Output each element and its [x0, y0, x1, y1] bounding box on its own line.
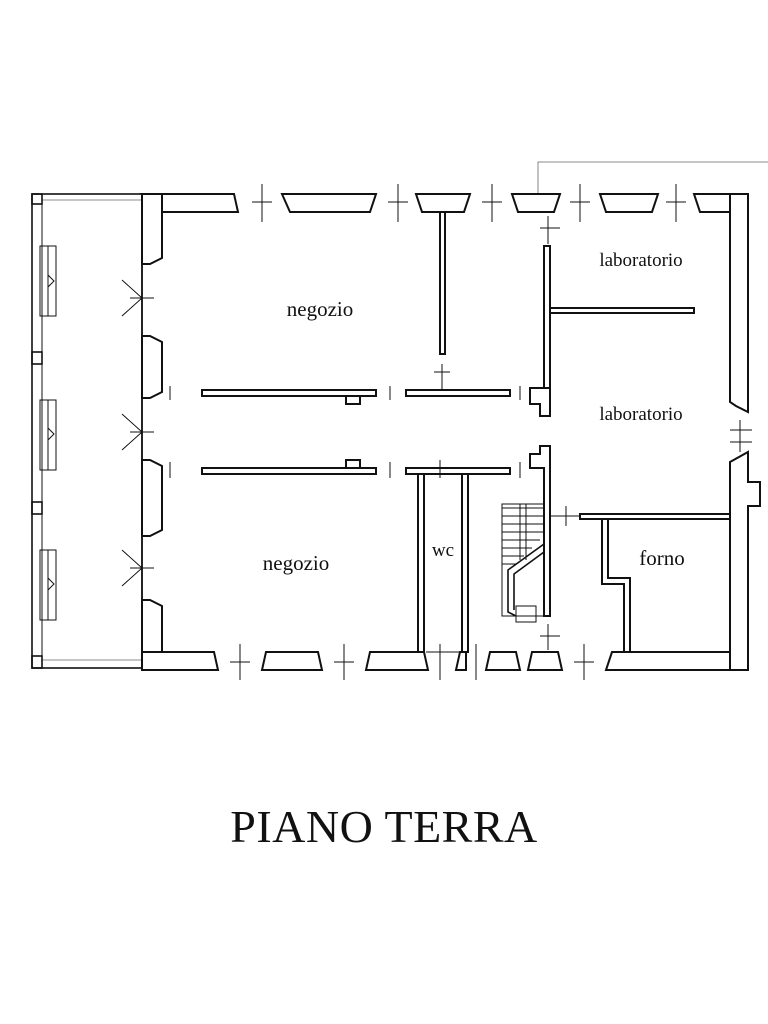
room-label-lab-top: laboratorio — [599, 250, 682, 271]
plan-title: PIANO TERRA — [230, 801, 538, 852]
portico-window-1 — [39, 245, 57, 317]
portico — [31, 193, 143, 669]
site-boundary — [537, 161, 768, 196]
portico-window-3 — [39, 549, 57, 621]
entrance-doors — [121, 264, 154, 600]
room-label-lab-middle: laboratorio — [599, 404, 682, 425]
opening-ticks — [230, 184, 752, 680]
room-label-wc: wc — [432, 540, 454, 561]
portico-window-2 — [39, 399, 57, 471]
room-label-oven: forno — [639, 546, 685, 570]
interior-walls — [169, 211, 731, 653]
room-label-shop-top: negozio — [287, 297, 353, 321]
exterior-walls — [139, 193, 761, 671]
staircase — [501, 503, 545, 623]
room-label-shop-bottom: negozio — [263, 551, 329, 575]
